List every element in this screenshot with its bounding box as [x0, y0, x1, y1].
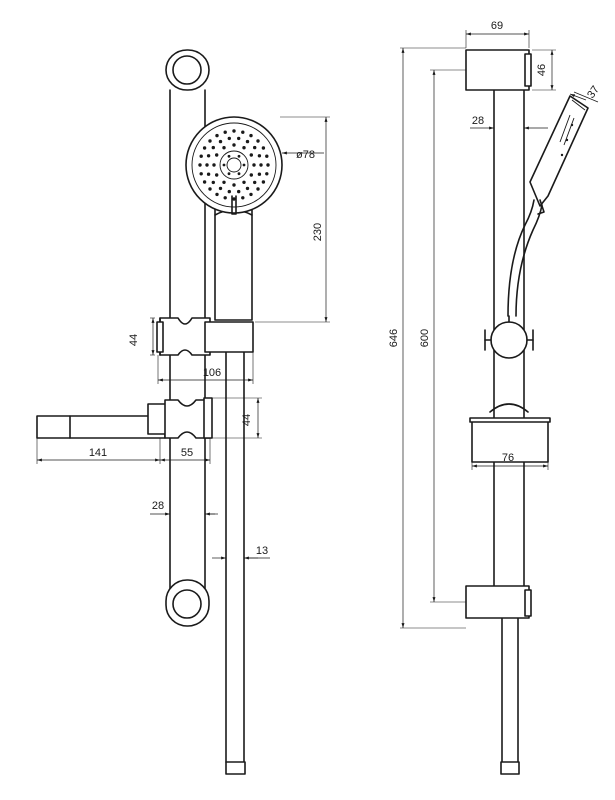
side-holder [484, 315, 534, 359]
bottom-bracket [465, 585, 532, 619]
spray-nozzle [259, 163, 263, 167]
head-side-width-label: 37 [585, 84, 602, 101]
spray-nozzle [256, 187, 260, 191]
spray-nozzle [232, 129, 236, 133]
spray-nozzle [218, 186, 223, 191]
spray-nozzle [232, 143, 236, 147]
front-view [36, 49, 283, 775]
shower-holder [156, 317, 254, 356]
hand-shower [185, 116, 283, 321]
spray-nozzle [237, 136, 241, 141]
rail-diameter-label: 28 [152, 500, 164, 512]
spray-nozzle [199, 154, 203, 158]
spray-nozzle [252, 163, 256, 167]
spray-nozzle [253, 145, 257, 150]
spray-nozzles [198, 129, 270, 201]
spray-nozzle [249, 192, 253, 197]
spray-nozzle [265, 154, 269, 158]
bracket-spacing-label: 600 [419, 329, 431, 347]
spray-nozzle [198, 163, 202, 167]
hose [225, 325, 246, 775]
spray-nozzle [215, 153, 219, 157]
spray-nozzle [245, 139, 250, 144]
spray-nozzle [232, 183, 236, 187]
spray-nozzle [227, 189, 231, 194]
side-hand-shower [529, 95, 589, 215]
spray-nozzle [237, 172, 241, 176]
spray-nozzle [202, 146, 207, 150]
spray-nozzle [211, 180, 215, 185]
spray-nozzle [215, 133, 219, 138]
soap-height-label: 44 [241, 414, 253, 426]
spray-nozzle [202, 180, 207, 184]
soap-dish [36, 397, 213, 439]
spray-nozzle [249, 173, 253, 177]
spray-nozzle [227, 154, 231, 158]
spray-nozzle [208, 139, 212, 143]
spray-nozzle [257, 172, 262, 176]
spray-nozzle [241, 196, 245, 200]
side-soap-dish [469, 403, 551, 463]
dimension-lines [36, 30, 599, 629]
soap-length-label: 141 [89, 447, 107, 459]
spray-nozzle [265, 172, 269, 176]
spray-nozzle [218, 139, 223, 144]
spray-nozzle [261, 180, 266, 184]
spray-nozzle [222, 180, 226, 184]
top-bracket [465, 49, 532, 91]
head-length-label: 230 [312, 223, 324, 241]
spray-nozzle [241, 130, 245, 134]
spray-nozzle [211, 145, 215, 150]
spray-nozzle [208, 187, 212, 191]
spray-nozzle [256, 139, 260, 143]
holder-width-label: 106 [203, 367, 221, 379]
spray-nozzle [237, 189, 241, 194]
spray-nozzle [206, 172, 211, 176]
spray-nozzle [242, 146, 246, 150]
spray-nozzle [205, 163, 209, 167]
spray-nozzle [237, 154, 241, 158]
holder-height-label: 44 [128, 334, 140, 346]
top-bracket-height-label: 46 [536, 64, 548, 76]
spray-nozzle [242, 180, 246, 184]
spray-nozzle [222, 163, 226, 167]
spray-nozzle [261, 146, 266, 150]
soap-clamp-label: 55 [181, 447, 193, 459]
soap-side-width-label: 76 [502, 452, 514, 464]
spray-nozzle [257, 154, 262, 158]
spray-nozzle [215, 192, 219, 197]
spray-nozzle [242, 163, 246, 167]
spray-nozzle [245, 186, 250, 191]
spray-nozzle [223, 130, 227, 134]
dimension-labels: ø78 230 44 106 44 141 55 28 13 69 46 37 … [89, 20, 602, 557]
head-diameter-label: ø78 [296, 149, 315, 161]
spray-nozzle [227, 136, 231, 141]
slide-rail [165, 49, 210, 627]
spray-nozzle [227, 172, 231, 176]
side-hose [500, 611, 520, 775]
spray-nozzle [206, 154, 211, 158]
spray-nozzle [199, 172, 203, 176]
side-view [465, 49, 589, 775]
top-bracket-width-label: 69 [491, 20, 503, 32]
side-rail-diameter-label: 28 [472, 115, 484, 127]
spray-nozzle [266, 163, 270, 167]
spray-nozzle [222, 146, 226, 150]
spray-nozzle [249, 133, 253, 138]
spray-nozzle [232, 197, 236, 201]
spray-nozzle [215, 173, 219, 177]
spray-nozzle [253, 180, 257, 185]
spray-nozzle [212, 163, 216, 167]
spray-nozzle [249, 153, 253, 157]
overall-height-label: 646 [388, 329, 400, 347]
hose-diameter-label: 13 [256, 545, 268, 557]
spray-nozzle [223, 196, 227, 200]
